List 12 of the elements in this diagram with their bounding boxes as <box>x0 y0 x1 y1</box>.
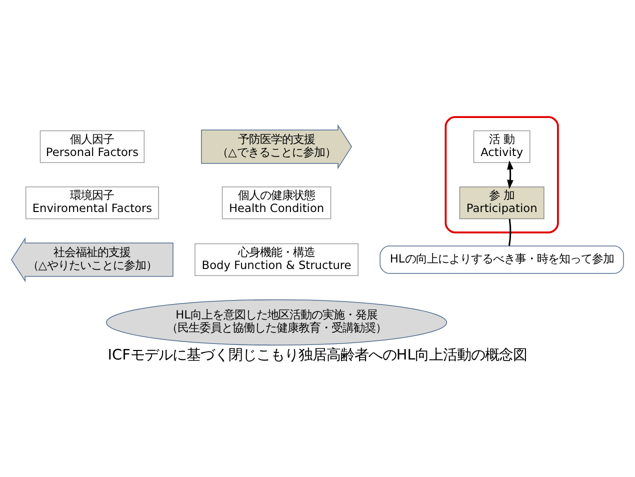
node-box: 参 加 Participation <box>459 186 544 219</box>
node-box: 個人の健康状態 Health Condition <box>222 186 332 219</box>
node-box: 活 動 Activity <box>473 130 530 162</box>
node-ellipse: HL向上を意図した地区活動の実施・発展 （民生委員と協働した健康教育・受講勧奨） <box>106 298 448 345</box>
caption: ICFモデルに基づく閉じこもり独居高齢者へのHL向上活動の概念図 <box>108 347 528 364</box>
node-box: 環境因子 Enviromental Factors <box>25 186 159 219</box>
arrow <box>507 160 514 189</box>
node-box: 心身機能・構造 Body Function & Structure <box>194 242 358 276</box>
cluster <box>444 116 559 233</box>
connector <box>508 218 512 246</box>
node-box: HLの向上によりするべき事・時を知って参加 <box>380 245 624 274</box>
node-box: 個人因子 Personal Factors <box>40 130 145 162</box>
